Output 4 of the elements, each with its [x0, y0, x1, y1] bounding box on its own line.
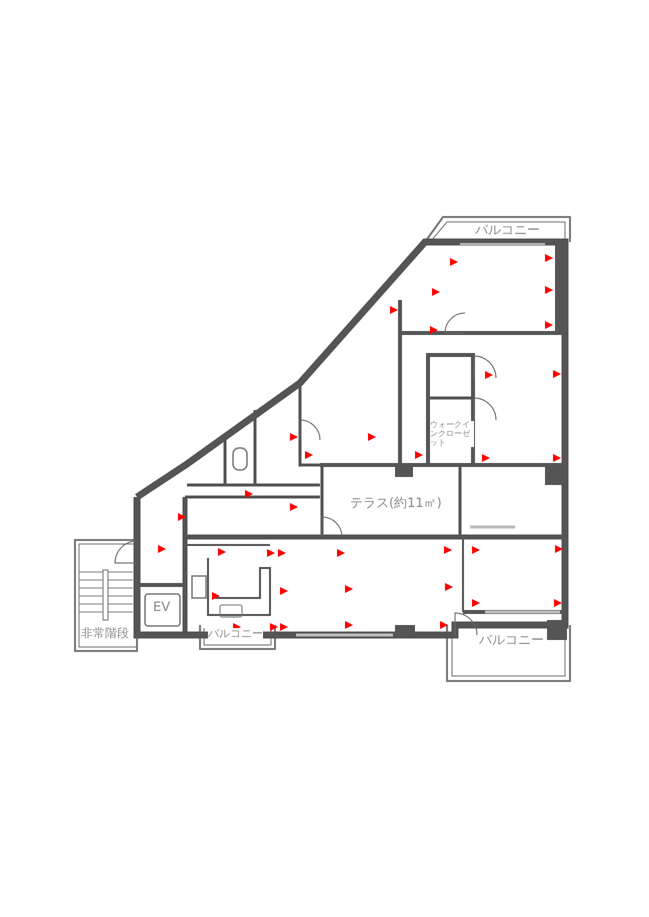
- stairs-label: 非常階段: [81, 627, 129, 640]
- room-label: ウォークインクローゼット: [430, 421, 474, 448]
- balcony-label: バルコニー: [208, 628, 263, 640]
- room-label: テラス(約11㎡): [350, 497, 442, 512]
